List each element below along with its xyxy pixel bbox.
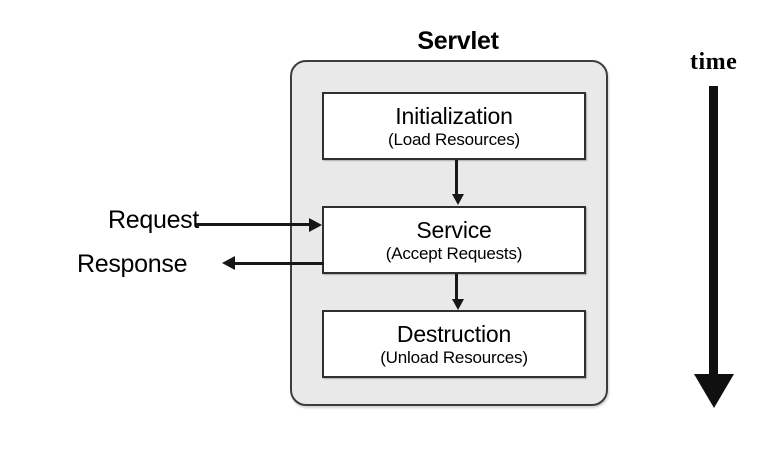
- arrow-head-left-icon: [222, 256, 235, 270]
- arrow-head-down-icon: [452, 194, 464, 205]
- arrow-shaft: [196, 223, 310, 226]
- phase-subtitle-initialization: (Load Resources): [388, 129, 520, 149]
- time-axis-label: time: [690, 49, 738, 75]
- arrow-request-in: [196, 218, 322, 232]
- arrow-shaft: [234, 262, 324, 265]
- page-title: Servlet: [417, 27, 499, 55]
- arrow-response-out: [222, 256, 324, 270]
- arrow-shaft: [455, 160, 458, 195]
- response-label: Response: [77, 250, 188, 278]
- arrow-service-to-destruction: [452, 274, 464, 310]
- arrow-head-down-icon: [694, 374, 734, 408]
- phase-title-destruction: Destruction: [396, 320, 512, 347]
- arrow-initialization-to-service: [452, 160, 464, 206]
- time-axis-arrow: [694, 86, 736, 408]
- phase-title-service: Service: [416, 216, 492, 243]
- phase-subtitle-service: (Accept Requests): [385, 243, 523, 263]
- request-label: Request: [108, 206, 200, 234]
- phase-box-service: Service (Accept Requests): [322, 206, 586, 274]
- phase-subtitle-destruction: (Unload Resources): [380, 347, 528, 367]
- arrow-shaft: [709, 86, 718, 378]
- phase-box-destruction: Destruction (Unload Resources): [322, 310, 586, 378]
- arrow-head-down-icon: [452, 299, 464, 310]
- arrow-head-right-icon: [309, 218, 322, 232]
- phase-box-initialization: Initialization (Load Resources): [322, 92, 586, 160]
- phase-title-initialization: Initialization: [395, 102, 513, 129]
- arrow-shaft: [455, 274, 458, 300]
